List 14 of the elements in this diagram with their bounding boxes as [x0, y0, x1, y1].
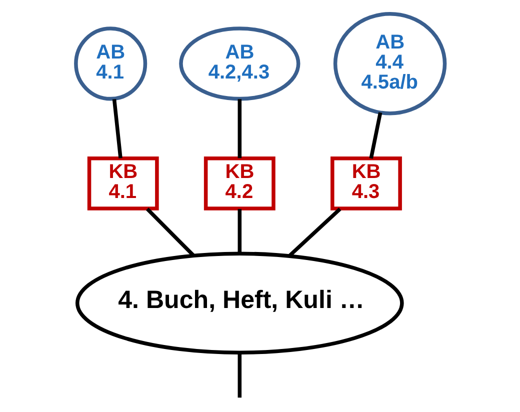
node-box: KB 4.3 [330, 156, 402, 210]
connector [288, 207, 341, 257]
node-ellipse: 4. Buch, Heft, Kuli … [75, 251, 404, 354]
node-box: KB 4.1 [86, 156, 158, 210]
connector [237, 98, 242, 158]
node-box: KB 4.2 [203, 156, 275, 210]
connector [237, 208, 242, 253]
node-circle: AB 4.4 4.5a/b [332, 12, 446, 115]
connector [145, 207, 194, 256]
connector [368, 112, 382, 158]
node-circle: AB 4.1 [74, 26, 147, 100]
node-ellipse: AB 4.2,4.3 [178, 26, 300, 100]
connector [112, 98, 122, 158]
connector [237, 352, 242, 398]
